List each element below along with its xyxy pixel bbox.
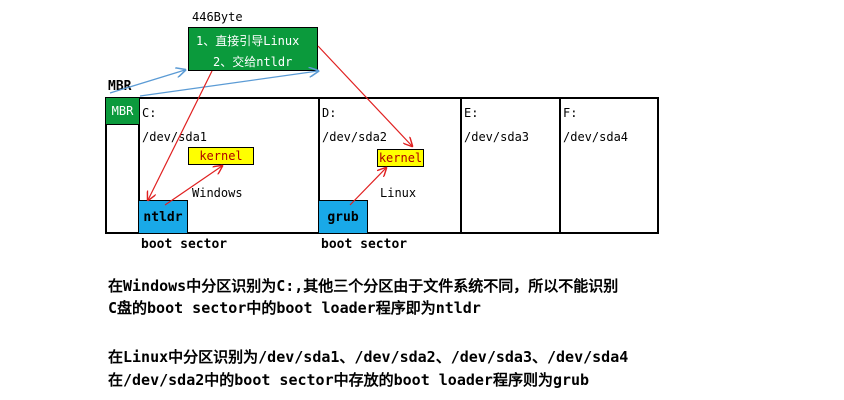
arrow-mbr-to-boot-code-lower [139, 71, 318, 97]
boot-code-size-label: 446Byte [192, 10, 243, 24]
linux-os-label: Linux [380, 186, 417, 200]
note-line-4: 在/dev/sda2中的boot sector中存放的boot loader程序… [108, 371, 590, 389]
arrow-mbr-to-boot-code-upper [109, 70, 185, 94]
arrow-grub-to-linux-kernel [349, 168, 386, 206]
windows-boot-sector-label: boot sector [141, 237, 228, 252]
divider-e-f [559, 97, 561, 234]
grub-box: grub [318, 200, 368, 234]
partition-c-letter: C: [142, 106, 157, 120]
divider-c-d [318, 97, 320, 234]
partition-d-letter: D: [322, 106, 337, 120]
partition-e-letter: E: [464, 106, 479, 120]
windows-kernel-box: kernel [188, 147, 254, 165]
note-line-1: 在Windows中分区识别为C:,其他三个分区由于文件系统不同，所以不能识别 [108, 277, 619, 295]
partition-c-device: /dev/sda1 [142, 130, 208, 144]
linux-kernel-box: kernel [377, 149, 424, 167]
windows-os-label: Windows [192, 186, 243, 200]
note-line-2: C盘的boot sector中的boot loader程序即为ntldr [108, 299, 481, 317]
ntldr-box: ntldr [138, 200, 188, 234]
mbr-box: MBR [105, 97, 140, 125]
partition-e-device: /dev/sda3 [464, 130, 530, 144]
arrow-boot-code-to-ntldr [148, 70, 213, 200]
boot-code-line-2: 2、交给ntldr [213, 55, 293, 69]
partition-f-device: /dev/sda4 [563, 130, 629, 144]
arrow-boot-code-to-linux-kernel [317, 45, 412, 146]
arrow-ntldr-to-windows-kernel [164, 166, 222, 206]
boot-code-line-1: 1、直接引导Linux [196, 34, 300, 48]
mbr-outer-label: MBR [108, 79, 132, 94]
divider-d-e [460, 97, 462, 234]
partition-d-device: /dev/sda2 [322, 130, 388, 144]
partition-f-letter: F: [563, 106, 578, 120]
note-line-3: 在Linux中分区识别为/dev/sda1、/dev/sda2、/dev/sda… [108, 348, 629, 366]
boot-code-box: 1、直接引导Linux 2、交给ntldr [188, 27, 318, 71]
linux-boot-sector-label: boot sector [321, 237, 408, 252]
disk-frame [105, 97, 659, 234]
divider-mbr [138, 97, 140, 234]
